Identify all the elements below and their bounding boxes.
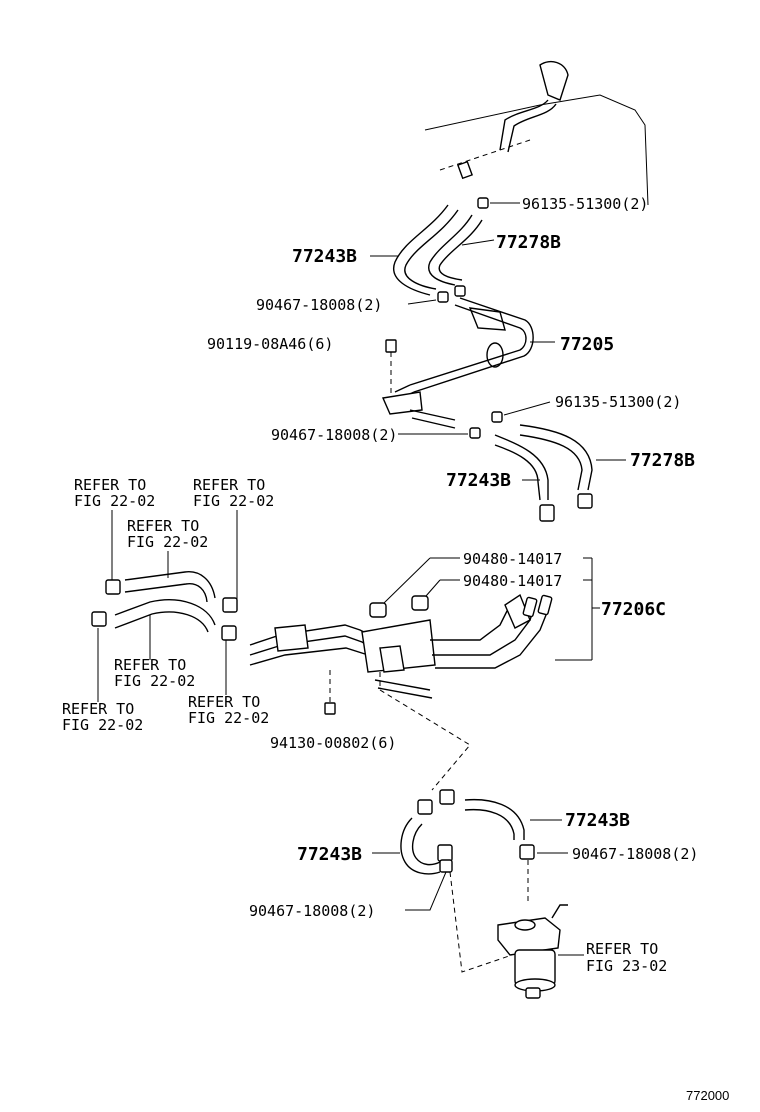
part-number-label: 77205 (560, 334, 614, 355)
hose-77278B-mid[interactable]: 77278B (519, 424, 695, 509)
water-valve-unit[interactable] (497, 904, 568, 999)
diagram-id: 772000 (686, 1088, 729, 1103)
fuel-line-77205[interactable]: 77205 (381, 297, 614, 429)
refer-text: FIG 22-02 (193, 492, 274, 510)
refer-text: FIG 22-02 (114, 672, 195, 690)
refer-text: REFER TO (74, 476, 146, 494)
part-number-label: 96135-51300(2) (555, 393, 681, 411)
part-number-label: 90480-14017 (463, 550, 562, 568)
part-number-label: 90119-08A46(6) (207, 335, 333, 353)
refer-block-5[interactable]: REFER TO FIG 22-02 (62, 628, 143, 734)
tank-outline (424, 60, 649, 206)
clamp-90467-d[interactable]: 90467-18008(2) (249, 859, 453, 920)
refer-text: FIG 22-02 (62, 716, 143, 734)
label-bracket-77206C: 77206C (555, 557, 666, 661)
part-number-label: 90467-18008(2) (271, 426, 397, 444)
hose-77243B-mid[interactable]: 77243B (446, 434, 555, 522)
refer-text: REFER TO (586, 940, 658, 958)
part-number-label: 77243B (565, 810, 630, 831)
part-number-label: 90467-18008(2) (249, 902, 375, 920)
bolt-90119[interactable]: 90119-08A46(6) (207, 335, 397, 395)
refer-text: REFER TO (193, 476, 265, 494)
part-number-label: 90467-18008(2) (256, 296, 382, 314)
part-number-label: 96135-51300(2) (522, 195, 648, 213)
pipe-assembly-77206C[interactable] (249, 593, 553, 699)
clamp-90467-c[interactable]: 90467-18008(2) (519, 844, 698, 863)
refer-text: FIG 22-02 (127, 533, 208, 551)
refer-block-3[interactable]: REFER TO FIG 22-02 (127, 517, 208, 578)
refer-block-4[interactable]: REFER TO FIG 22-02 (114, 615, 195, 690)
refer-text: REFER TO (114, 656, 186, 674)
part-number-label: 77278B (496, 232, 561, 253)
refer-block-7[interactable]: REFER TO FIG 23-02 (558, 940, 667, 975)
clamp-90467-b[interactable]: 90467-18008(2) (271, 426, 481, 444)
refer-text: FIG 23-02 (586, 957, 667, 975)
part-number-label: 94130-00802(6) (270, 734, 396, 752)
bolt-94130[interactable]: 94130-00802(6) (270, 670, 396, 752)
part-number-label: 77243B (446, 470, 511, 491)
clip-96135-top[interactable]: 96135-51300(2) (477, 195, 648, 213)
clamp-90480-a[interactable]: 90480-14017 (369, 550, 562, 618)
refer-block-6[interactable]: REFER TO FIG 22-02 (188, 640, 269, 727)
refer-text: FIG 22-02 (74, 492, 155, 510)
refer-text: REFER TO (62, 700, 134, 718)
part-number-label: 77278B (630, 450, 695, 471)
hose-77243B-lower-left[interactable]: 77243B (297, 817, 453, 875)
refer-block-2[interactable]: REFER TO FIG 22-02 (193, 476, 274, 600)
refer-block-1[interactable]: REFER TO FIG 22-02 (74, 476, 155, 580)
heater-hose-upper[interactable] (105, 571, 238, 613)
part-number-label: 77206C (601, 599, 666, 620)
refer-text: REFER TO (188, 693, 260, 711)
hose-77278B-top[interactable]: 77278B (428, 214, 561, 286)
refer-text: REFER TO (127, 517, 199, 535)
part-number-label: 90467-18008(2) (572, 845, 698, 863)
part-number-label: 77243B (297, 844, 362, 865)
part-number-label: 77243B (292, 246, 357, 267)
clamp-90467-a[interactable]: 90467-18008(2) (256, 285, 466, 314)
clamp-90480-b[interactable]: 90480-14017 (411, 572, 562, 611)
hose-77243B-lower-right[interactable]: 77243B (417, 789, 630, 840)
hose-77243B-top[interactable]: 77243B (292, 204, 459, 296)
part-number-label: 90480-14017 (463, 572, 562, 590)
clip-96135-mid[interactable]: 96135-51300(2) (491, 393, 681, 423)
refer-text: FIG 22-02 (188, 709, 269, 727)
heater-hose-lower[interactable] (91, 599, 237, 641)
